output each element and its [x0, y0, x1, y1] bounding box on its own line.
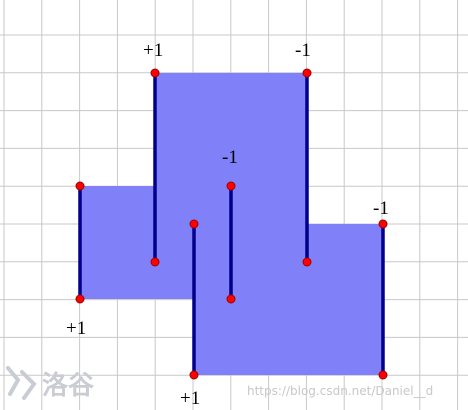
endpoint [378, 219, 388, 229]
watermark-logo: 洛谷 [6, 366, 95, 401]
label-minus-one-rect3: -1 [373, 198, 389, 219]
endpoint [189, 219, 199, 229]
endpoint [226, 181, 236, 191]
label-minus-one-rect1: -1 [222, 147, 238, 168]
logo-mark-icon [6, 366, 37, 400]
segment-endpoints [75, 68, 388, 380]
endpoint [302, 68, 312, 78]
logo-text: 洛谷 [42, 370, 95, 401]
label-plus-one-rect2: +1 [143, 40, 163, 61]
endpoint [302, 257, 312, 267]
label-minus-one-rect2: -1 [295, 40, 311, 61]
label-plus-one-rect1: +1 [66, 318, 86, 339]
endpoint [226, 294, 236, 304]
endpoint [189, 370, 199, 380]
label-plus-one-rect3: +1 [180, 388, 200, 409]
scan-segments [78, 73, 385, 375]
endpoint [378, 370, 388, 380]
endpoint [75, 181, 85, 191]
endpoint [75, 294, 85, 304]
watermark-url: https://blog.csdn.net/Daniel__d [247, 384, 433, 398]
endpoint [150, 257, 160, 267]
endpoint [150, 68, 160, 78]
